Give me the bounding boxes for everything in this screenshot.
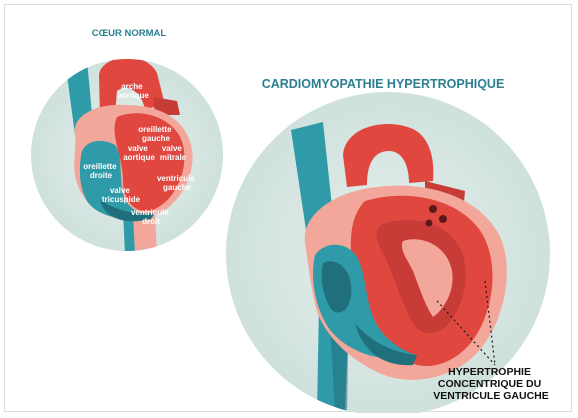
hcm-heart-illustration: CARDIOMYOPATHIE HYPERTROPHIQUE (226, 77, 550, 413)
label-left-atrium: oreillette gauche (138, 125, 174, 143)
normal-heart-title: CŒUR NORMAL (92, 28, 167, 39)
heart-comparison-diagram: CŒUR NORMAL arche aortique oreille (5, 5, 573, 413)
normal-heart-illustration: CŒUR NORMAL arche aortique oreille (31, 28, 223, 255)
label-left-ventricle: ventricule gauche (157, 174, 197, 192)
hypertrophy-caption: HYPERTROPHIE CONCENTRIQUE DU VENTRICULE … (433, 366, 549, 402)
figure-frame: CŒUR NORMAL arche aortique oreille (4, 4, 572, 412)
label-mitral-valve: valve mitrale (160, 144, 187, 162)
label-aortic-arch: arche aortique (117, 82, 149, 100)
hcm-heart-title: CARDIOMYOPATHIE HYPERTROPHIQUE (262, 77, 505, 91)
